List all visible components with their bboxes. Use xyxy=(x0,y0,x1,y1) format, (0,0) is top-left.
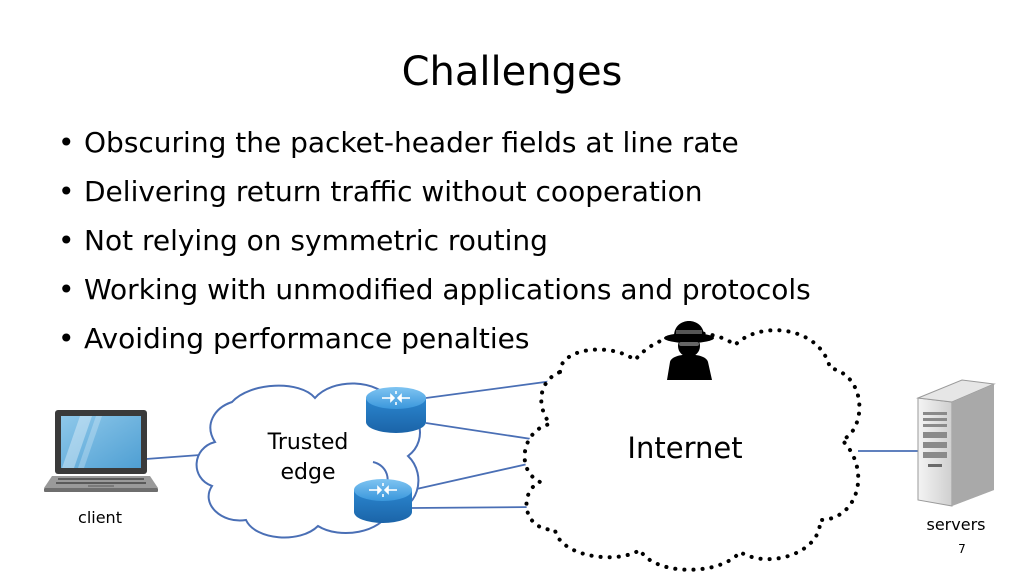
laptop-icon xyxy=(44,410,158,492)
link-router2-internet-upper xyxy=(411,462,533,491)
client-label: client xyxy=(78,508,122,527)
link-router1-internet-upper xyxy=(425,379,561,399)
link-client-trusted-edge xyxy=(145,454,201,460)
slide-title: Challenges xyxy=(401,49,623,95)
router-icon xyxy=(354,479,412,523)
bullet-list: Obscuring the packet-header fields at li… xyxy=(58,118,811,363)
page-number: 7 xyxy=(958,542,966,556)
bullet-item: Obscuring the packet-header fields at li… xyxy=(58,118,811,167)
server-icon xyxy=(916,379,996,507)
link-router1-internet-lower xyxy=(425,422,539,441)
network-links xyxy=(145,379,918,509)
attacker-icon xyxy=(664,321,714,380)
trusted-edge-label-line2: edge xyxy=(280,460,336,485)
router-icon xyxy=(366,387,426,433)
trusted-edge-label-line1: Trusted xyxy=(267,430,349,455)
internet-label: Internet xyxy=(627,431,743,465)
trusted-edge-label: Trusted edge xyxy=(258,428,358,488)
servers-label: servers xyxy=(926,515,986,534)
bullet-item: Delivering return traffic without cooper… xyxy=(58,167,811,216)
bullet-item: Avoiding performance penalties xyxy=(58,314,811,363)
bullet-item: Not relying on symmetric routing xyxy=(58,216,811,265)
link-router2-internet-lower xyxy=(411,506,539,509)
bullet-item: Working with unmodified applications and… xyxy=(58,265,811,314)
internet-cloud xyxy=(522,328,862,572)
